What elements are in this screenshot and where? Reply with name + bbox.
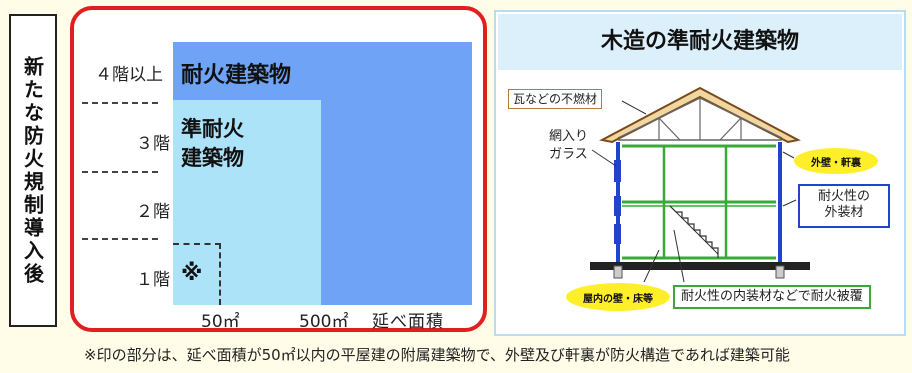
interior-material-label: 耐火性の内装材などで耐火被覆 [673,285,871,309]
floor-separator-1-2 [82,238,158,240]
regulation-heading: 新たな防火規制導入後 [20,55,45,286]
interior-bubble: 屋内の壁・床等 [566,283,670,311]
quasi-fireproof-label-line1: 準耐火 [181,117,244,141]
floor-separator-3-4 [82,102,158,104]
axis-label-floor-area: 延べ面積 [372,312,444,332]
wired-glass-label-line1: 網入り [549,129,589,144]
regulation-heading-box: 新たな防火規制導入後 [9,14,57,327]
exterior-material-line2: 外装材 [824,205,864,220]
wired-glass-label-line2: ガラス [549,147,588,162]
axis-label-500: 500㎡ [299,312,349,332]
exterior-wall-bubble: 外壁・軒裏 [794,148,878,174]
small-annex-region [173,243,221,305]
floor-label-4plus: ４階以上 [95,65,163,85]
quasi-fireproof-label-line2: 建築物 [181,146,244,170]
wood-panel-title: 木造の準耐火建築物 [498,14,902,70]
axis-label-50: 50㎡ [201,312,240,332]
floor-separator-2-3 [82,171,158,173]
house-cross-section-illustration [590,86,810,283]
exterior-material-box: 耐火性の 外装材 [798,184,890,228]
fireproof-label: 耐火建築物 [181,63,292,88]
annex-mark: ※ [181,261,203,286]
exterior-material-line1: 耐火性の [817,189,870,204]
floor-label-1: １階 [136,270,170,290]
roof-material-label: 瓦などの不燃材 [508,89,603,109]
footnote: ※印の部分は、延べ面積が50㎡以内の平屋建の附属建築物で、外壁及び軒裏が防火構造… [84,346,790,364]
floor-label-3: ３階 [136,134,170,154]
floor-label-2: ２階 [136,202,170,222]
